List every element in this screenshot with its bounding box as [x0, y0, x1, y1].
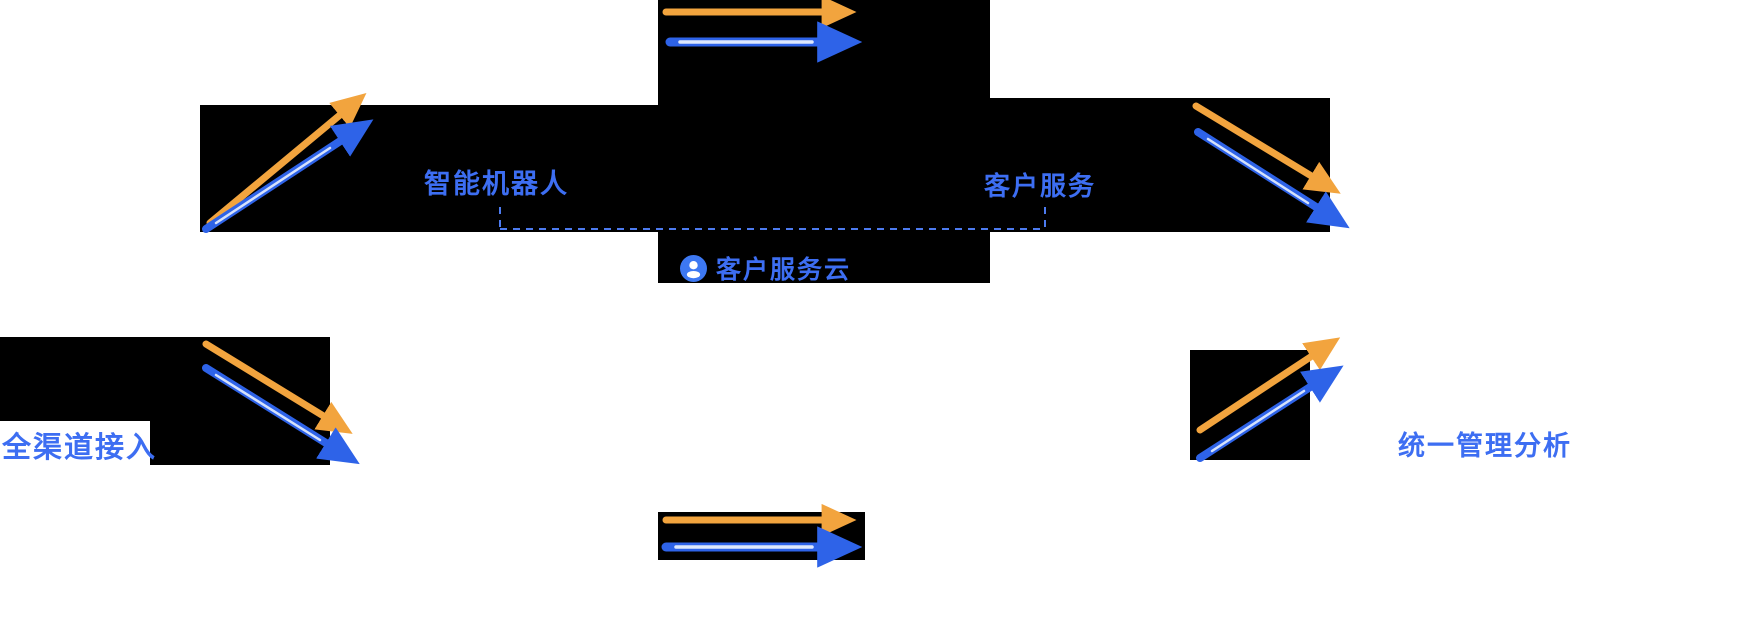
label-smart-robot: 智能机器人 — [424, 169, 569, 199]
panel-middle-right — [1190, 350, 1310, 460]
label-service-cloud: 客户服务云 — [716, 256, 852, 284]
panel-middle-left-ext — [150, 420, 330, 465]
service-cloud-group: 客户服务云 — [680, 250, 851, 286]
label-unified-management: 统一管理分析 — [1398, 431, 1572, 461]
label-omnichannel-access: 全渠道接入 — [2, 432, 158, 464]
panel-bottom-center — [658, 512, 865, 560]
panel-top-center — [658, 0, 990, 283]
label-customer-service: 客户服务 — [984, 171, 1097, 201]
person-icon — [680, 254, 707, 282]
panel-middle-left — [0, 337, 330, 421]
panel-top-right — [990, 98, 1330, 232]
